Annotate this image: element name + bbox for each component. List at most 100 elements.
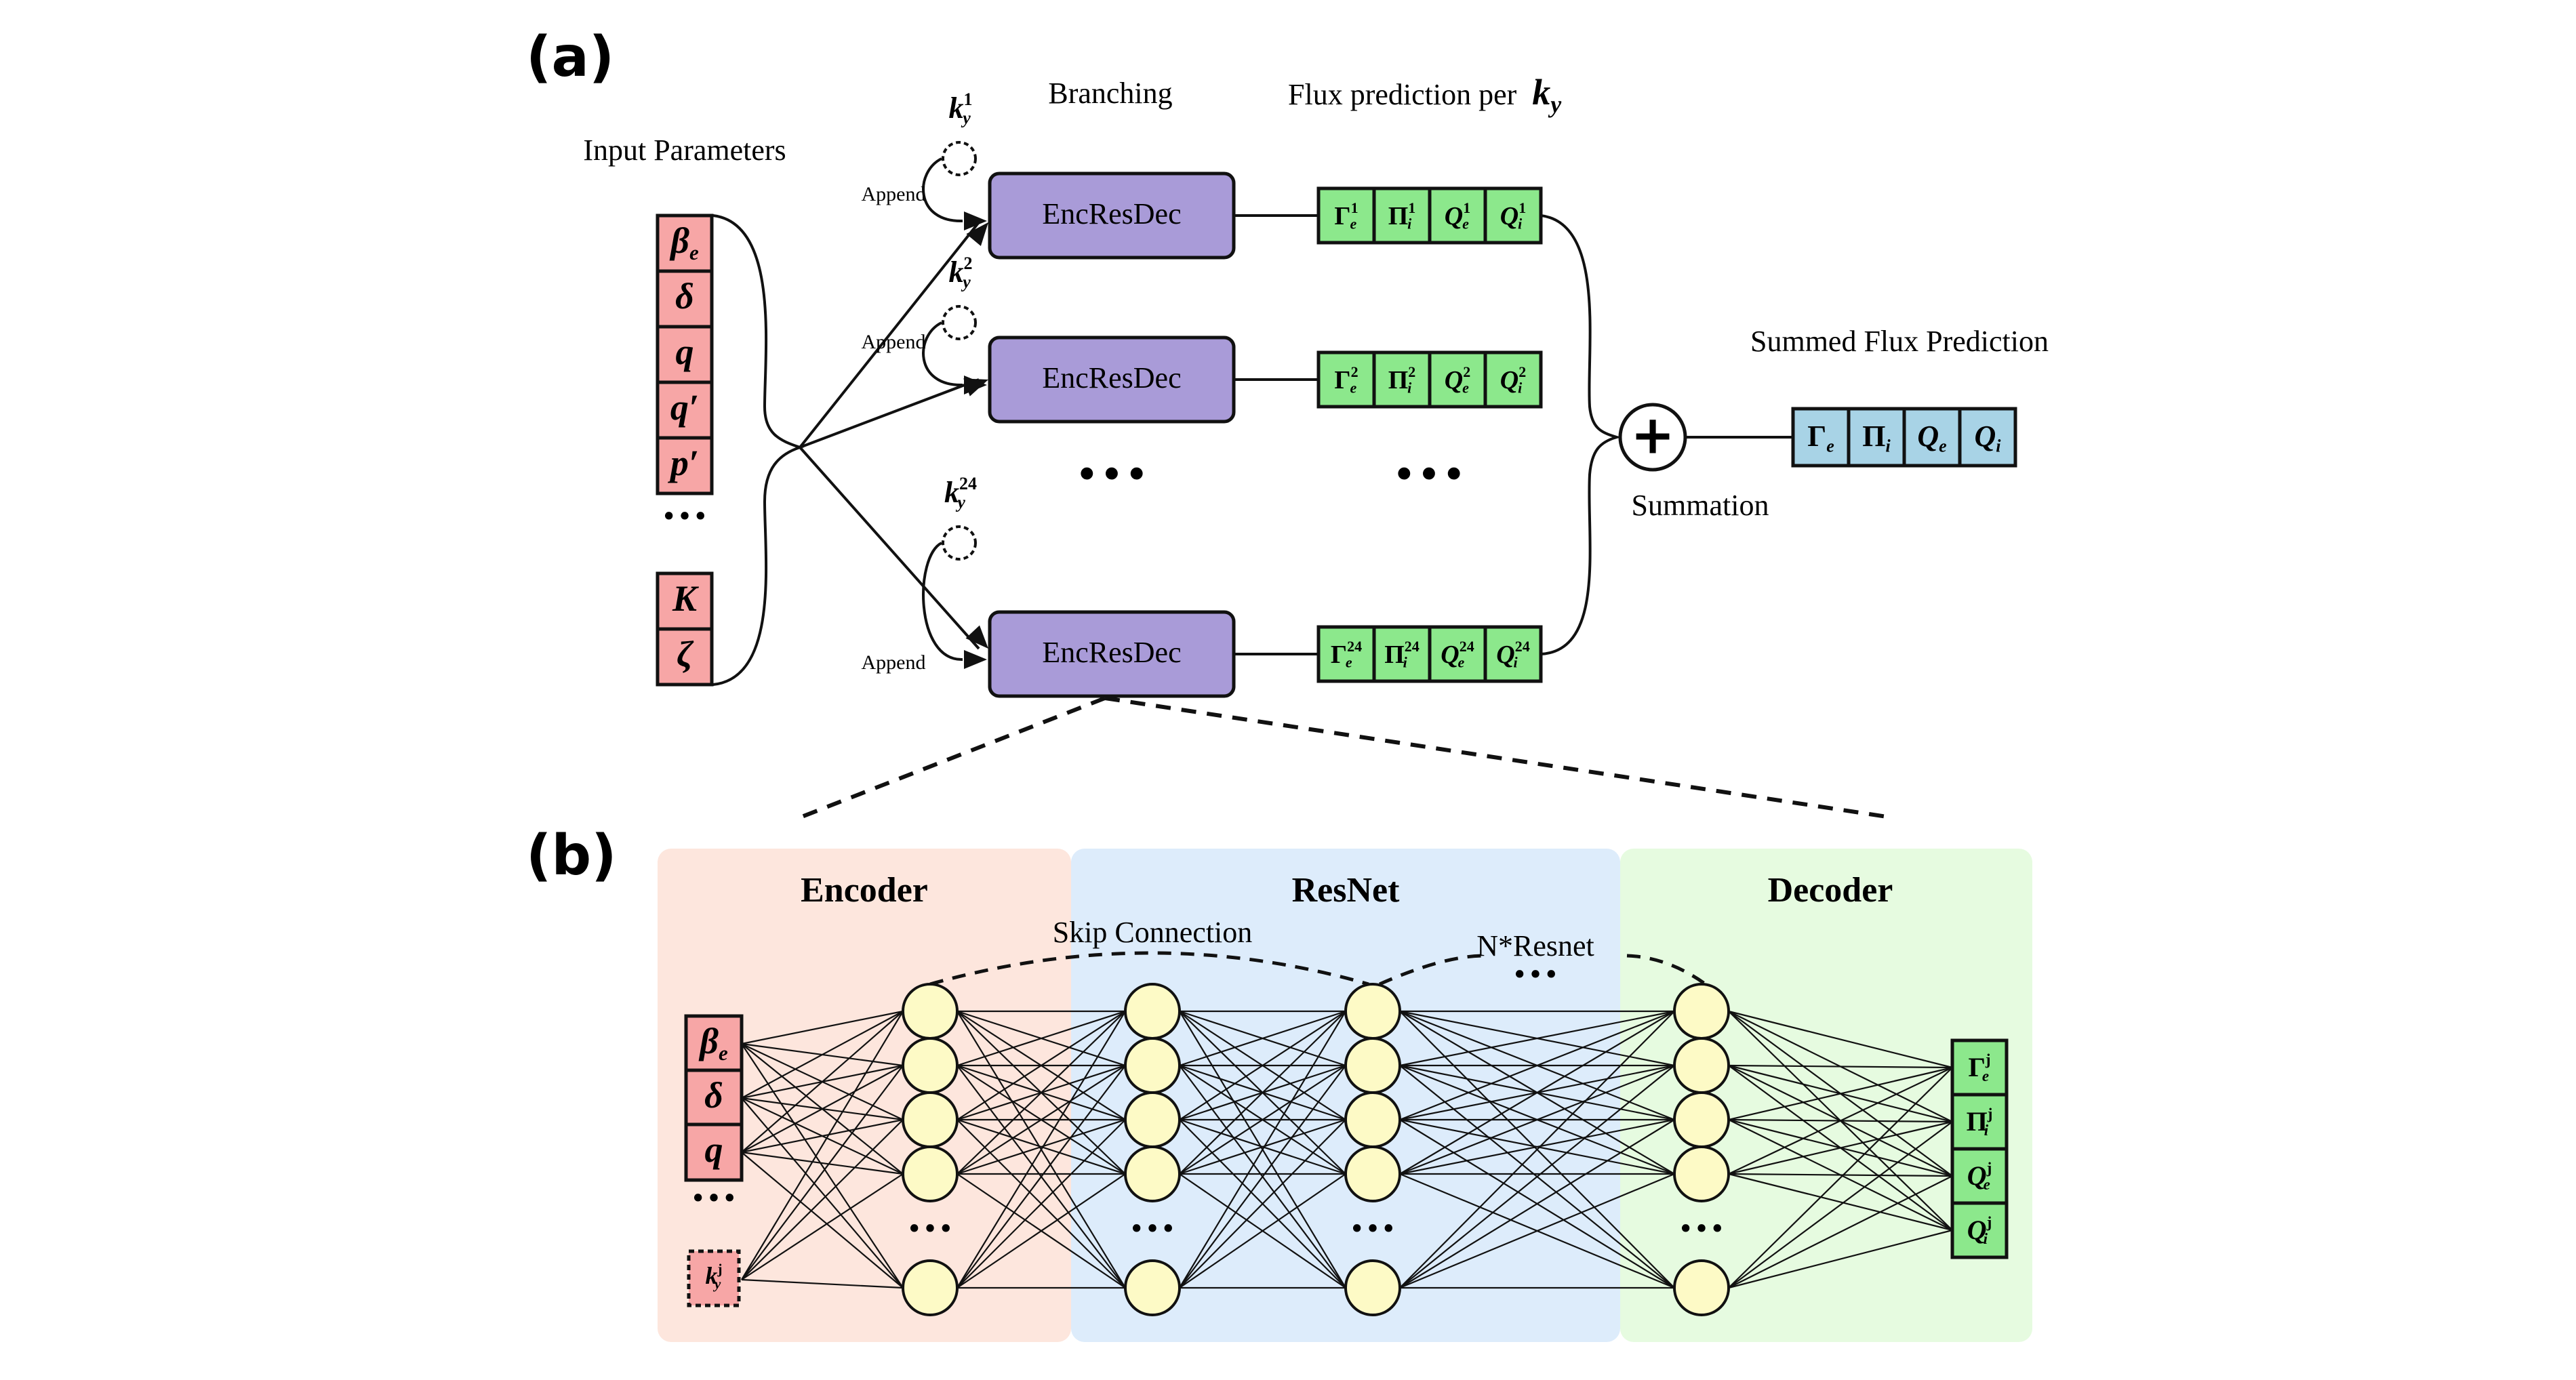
- net-output-box-2: [1950, 1147, 2009, 1205]
- input-param-box-1: [656, 269, 714, 329]
- edge-out-4-2: [1728, 1175, 1953, 1288]
- append-arrow-2: [964, 650, 987, 669]
- edge-out-0-0: [1728, 1010, 1953, 1069]
- edge-2-3-1: [1399, 1064, 1675, 1175]
- flux-label-2-1-sup: 24: [1405, 638, 1420, 655]
- summed-flux-label-1-sub: i: [1886, 436, 1891, 455]
- encresdec-label-2: EncResDec: [1042, 636, 1181, 669]
- input-param-label-b1-base: ζ: [677, 634, 694, 674]
- edge-in-2-2: [741, 1118, 904, 1154]
- summed-flux-box-1: [1847, 407, 1906, 468]
- input-bracket: [712, 214, 805, 686]
- edge-out-3-2: [1728, 1173, 1953, 1177]
- layer-ellipsis-0: ···: [906, 1202, 954, 1255]
- layer-ellipsis-3: ···: [1678, 1202, 1725, 1255]
- summed-flux-label-2-base: Q: [1917, 420, 1939, 453]
- flux-label-1-0-sup: 2: [1351, 363, 1359, 380]
- flux-label-2-3-sub: i: [1514, 654, 1518, 671]
- net-input-label-0: βe: [698, 1021, 728, 1065]
- flux-label-0-3-sup: 1: [1518, 199, 1526, 216]
- input-param-label-b1: ζ: [677, 634, 694, 674]
- edge-0-3-1: [957, 1065, 1126, 1175]
- summed-flux-label-1-base: Π: [1862, 420, 1885, 453]
- flux-box-2-3: [1483, 625, 1543, 683]
- net-output-label-2-sub: e: [1984, 1176, 1990, 1193]
- flux-label-0-3-sub: i: [1518, 216, 1523, 232]
- node-2-1: [1344, 1037, 1401, 1094]
- node-3-4: [1673, 1259, 1730, 1316]
- summed-flux-box-2: [1902, 407, 1962, 468]
- flux-title-text: Flux prediction per: [1288, 78, 1517, 111]
- flux-label-1-2-base: Q: [1445, 366, 1463, 394]
- net-output-label-3-sub: i: [1984, 1230, 1988, 1247]
- summed-flux-label-3-sub: i: [1996, 436, 2001, 455]
- summed-flux-label-0-base: Γ: [1807, 420, 1826, 453]
- flux-label-1-3-base: Q: [1500, 366, 1518, 394]
- flux-label-2-0-sub: e: [1346, 654, 1352, 671]
- summed-flux-label-3-base: Q: [1974, 420, 1996, 453]
- flux-label-1-0-base: Γ: [1334, 366, 1350, 394]
- input-param-label-0: βe: [669, 220, 699, 264]
- input-param-ellipsis: ···: [661, 490, 708, 542]
- section-title-1: ResNet: [1292, 871, 1401, 910]
- append-loop-2: [922, 542, 963, 662]
- edge-1-3-2: [1179, 1118, 1346, 1175]
- input-param-label-4: p′: [668, 443, 699, 483]
- input-param-label-1: δ: [675, 276, 694, 317]
- net-output-label-2-sup: j: [1986, 1160, 1992, 1177]
- summation-label: Summation: [1632, 489, 1769, 522]
- input-param-label-2: q: [676, 331, 694, 372]
- flux-label-0-2-sup: 1: [1463, 199, 1470, 216]
- net-output-label-3-base: Q: [1967, 1215, 1987, 1245]
- input-param-label-2-base: q: [676, 331, 694, 372]
- edge-out-1-0: [1728, 1064, 1953, 1069]
- flux-label-0-1-sup: 1: [1408, 199, 1415, 216]
- flux-label-1-1-sub: i: [1407, 380, 1412, 397]
- section-title-0: Encoder: [801, 871, 928, 910]
- branch-ellipsis-block: ···: [1074, 432, 1149, 514]
- layer-ellipsis-1: ···: [1129, 1202, 1176, 1255]
- flux-label-2-1-base: Π: [1384, 641, 1405, 669]
- net-input-k-label-sup: j: [717, 1261, 723, 1277]
- flux-box-1-1: [1372, 350, 1432, 409]
- summed-flux-label-3: Qi: [1974, 420, 2001, 455]
- node-2-2: [1344, 1091, 1401, 1148]
- flux-box-0-3: [1483, 186, 1543, 245]
- summed-flux-title: Summed Flux Prediction: [1750, 325, 2049, 358]
- edge-in-1-0: [741, 1011, 904, 1099]
- net-input-label-1: δ: [704, 1075, 723, 1116]
- k-circle-0: [942, 141, 977, 176]
- edge-out-2-0: [1728, 1066, 1953, 1121]
- skip-connection-arc: [929, 951, 1369, 986]
- encresdec-label-0: EncResDec: [1042, 197, 1181, 230]
- input-parameters-title: Input Parameters: [583, 134, 786, 167]
- edge-out-3-0: [1728, 1067, 1953, 1175]
- summed-flux-label-2: Qe: [1917, 420, 1946, 455]
- net-output-label-1-sub: i: [1984, 1122, 1989, 1139]
- input-param-label-1-base: δ: [675, 276, 694, 317]
- summed-flux-box-3: [1958, 407, 2017, 468]
- net-input-box-2: [684, 1122, 744, 1182]
- edge-out-3-1: [1728, 1120, 1953, 1175]
- edge-in-2-0: [741, 1011, 904, 1153]
- append-loop-0: [922, 157, 963, 223]
- edge-2-4-0: [1399, 1011, 1675, 1288]
- input-param-label-0-base: β: [669, 220, 689, 261]
- k-circle-1: [942, 305, 977, 340]
- fan-line-1: [799, 378, 980, 449]
- flux-label-2-0-sup: 24: [1347, 638, 1362, 655]
- edge-1-4-0: [1179, 1011, 1346, 1288]
- flux-box-0-2: [1428, 186, 1487, 245]
- flux-label-0-1-base: Π: [1388, 202, 1409, 230]
- flux-label-2-3-sup: 24: [1515, 638, 1530, 655]
- nresnet-ellipsis: ···: [1512, 948, 1559, 1000]
